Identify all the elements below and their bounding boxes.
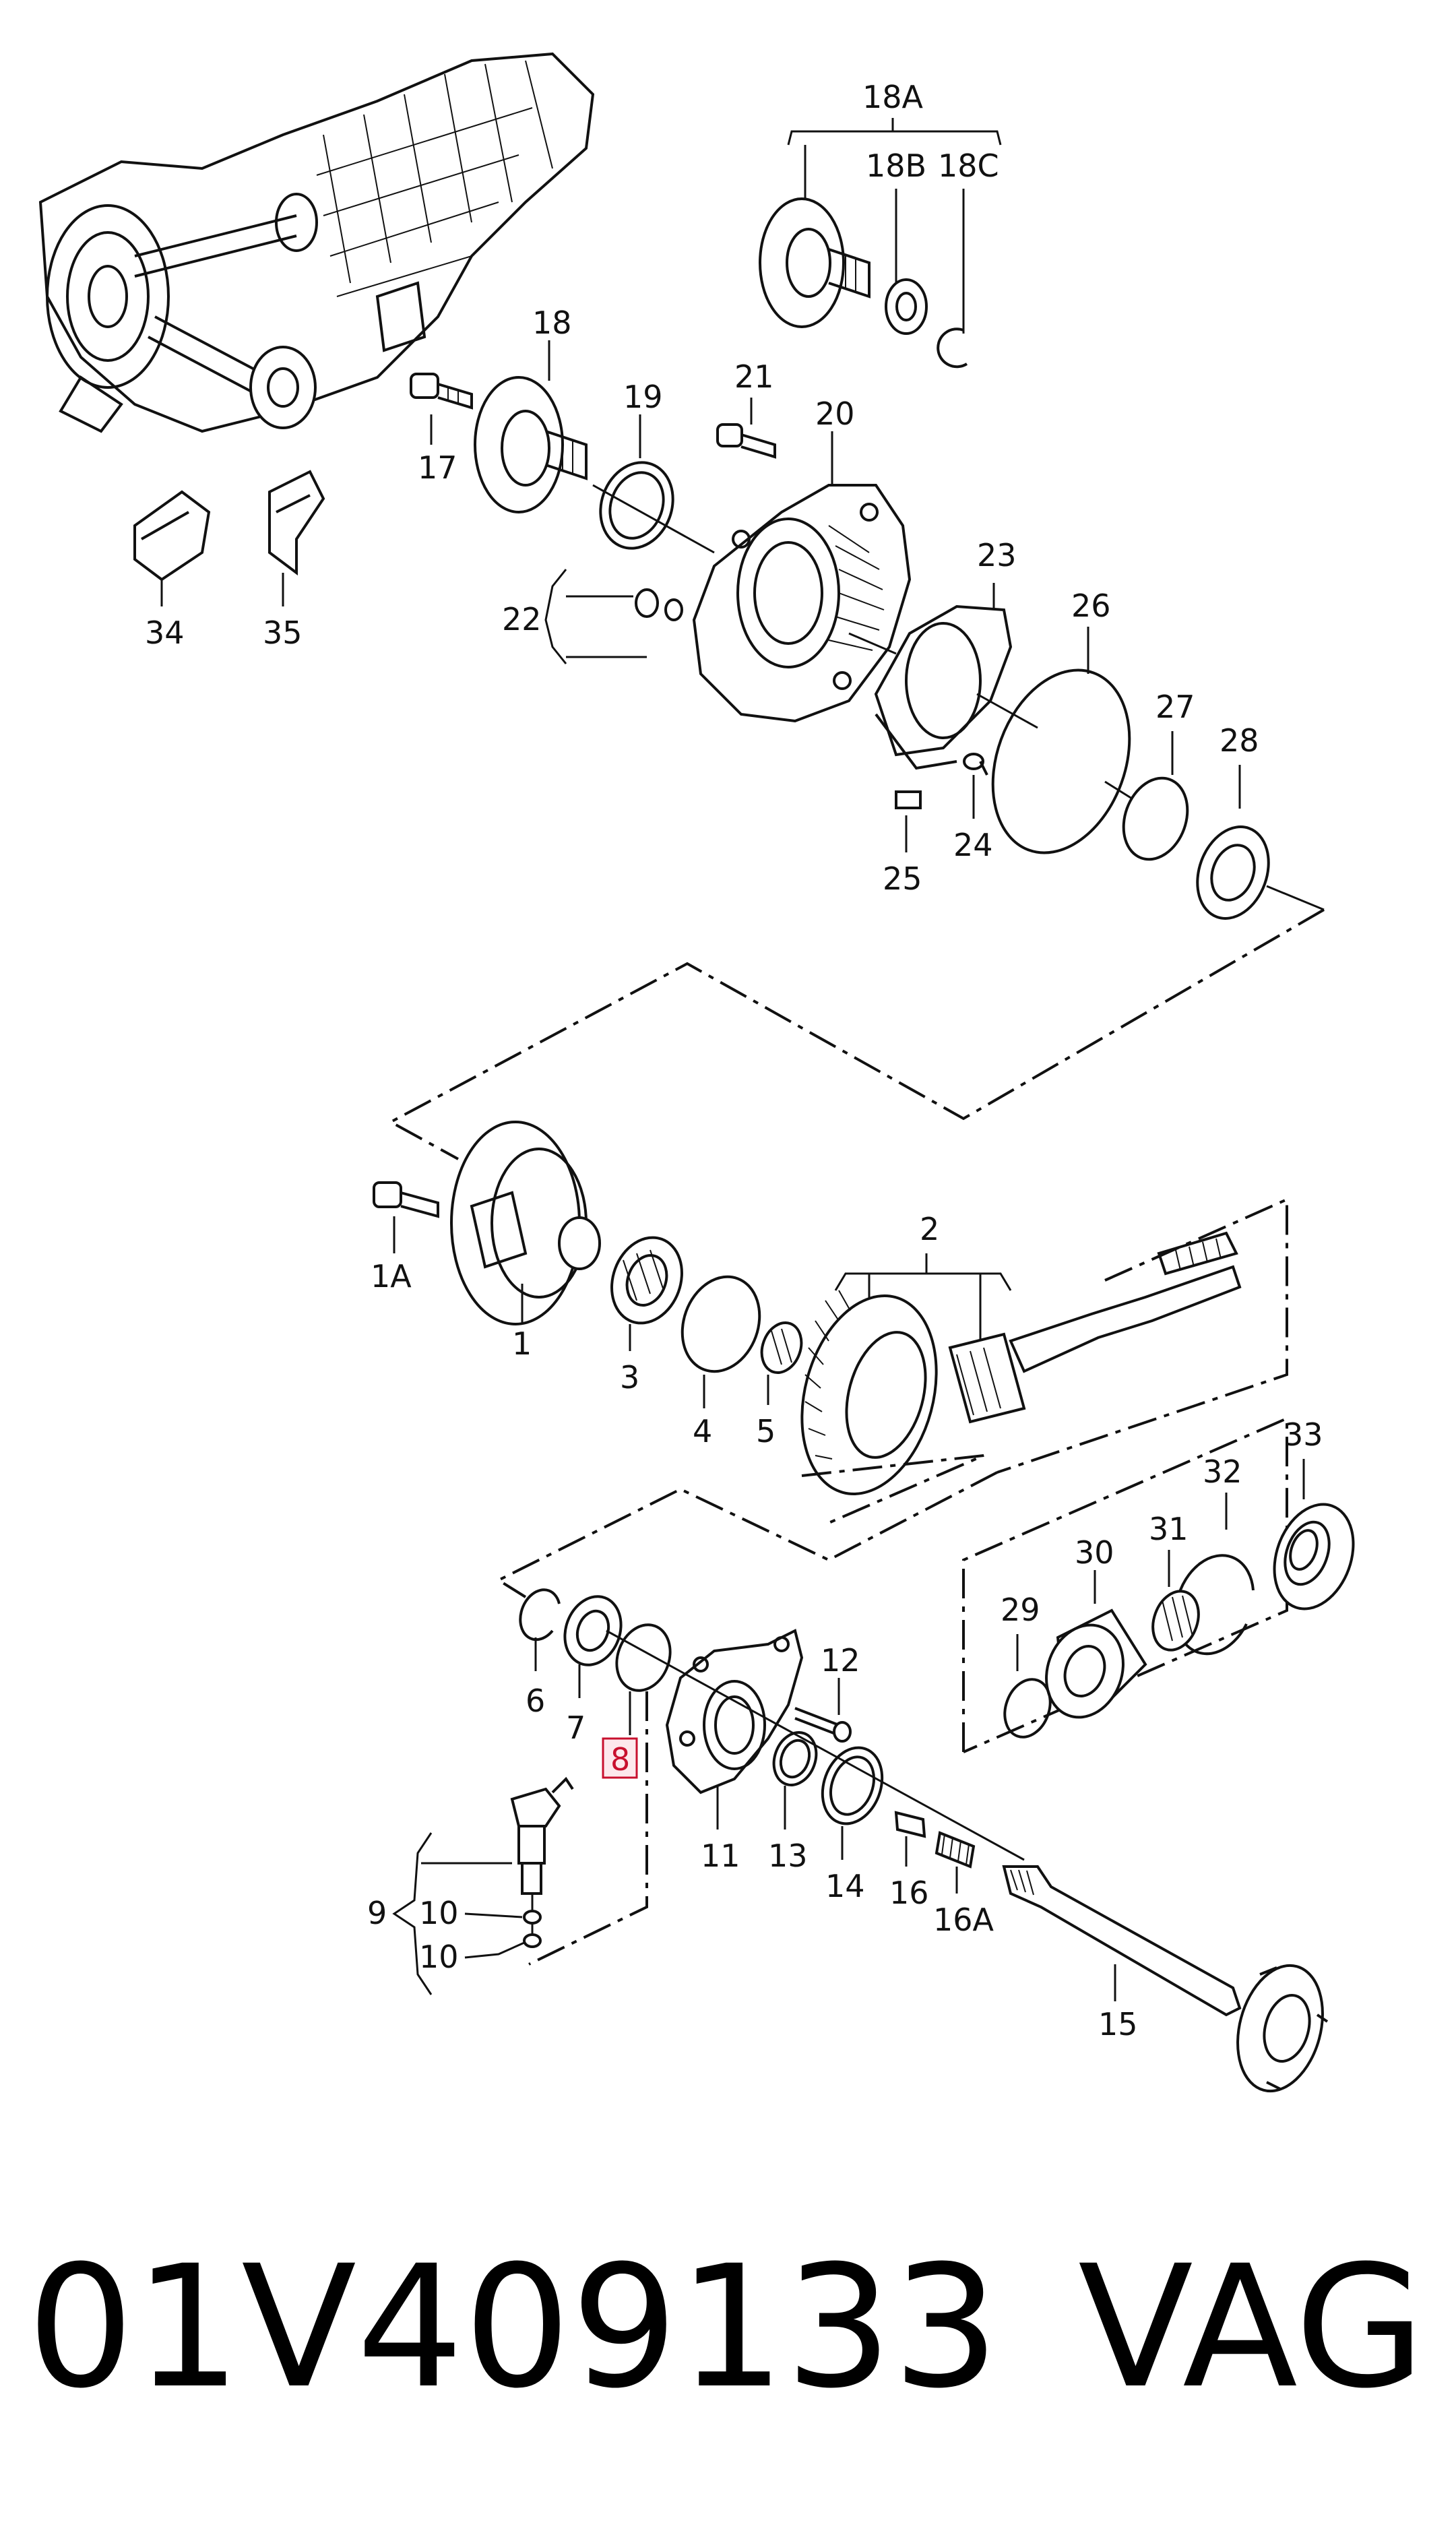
connector-sender-box — [528, 1691, 648, 1966]
part-24-bolt-drawing — [963, 753, 988, 819]
part-33-seal-drawing — [1273, 1459, 1355, 1611]
label-1A: 1A — [371, 1258, 412, 1294]
label-15: 15 — [1098, 2006, 1138, 2042]
part-12-bolt-drawing — [794, 1678, 852, 1743]
label-19: 19 — [623, 379, 663, 415]
connector-pinion-box — [495, 1197, 1288, 1598]
part-15-shaft-drawing — [1002, 1865, 1329, 2093]
axis-lines-upper — [592, 484, 1325, 911]
part-25-key-drawing — [895, 790, 922, 852]
part-3-bearing-drawing — [610, 1236, 683, 1351]
label-16A: 16A — [933, 1902, 994, 1938]
label-1: 1 — [512, 1325, 532, 1362]
part-6-circlip-drawing — [519, 1588, 561, 1671]
part-18-flange-drawing — [474, 340, 588, 513]
label-25: 25 — [883, 861, 922, 897]
part-11-housing-drawing — [665, 1629, 804, 1830]
label-10b: 10 — [419, 1939, 459, 1975]
label-18A: 18A — [862, 79, 924, 115]
label-11: 11 — [701, 1838, 740, 1874]
part-8-oring-drawing — [615, 1623, 672, 1735]
part-31-bearing-drawing — [1151, 1550, 1200, 1652]
clip-34-drawing — [133, 490, 211, 606]
bracket-9 — [392, 1832, 433, 1995]
label-14: 14 — [825, 1868, 865, 1904]
brand-caption: VAG — [1078, 2229, 1425, 2425]
label-17: 17 — [418, 449, 457, 486]
label-18C: 18C — [938, 148, 999, 184]
part-23-baffle-drawing — [874, 583, 1013, 770]
part-29-shim-drawing — [1003, 1634, 1052, 1739]
label-3: 3 — [620, 1359, 639, 1396]
part-5-sleeve-drawing — [760, 1321, 803, 1405]
part-18A-flange-drawing — [759, 118, 1002, 369]
label-26: 26 — [1071, 588, 1111, 624]
part-28-bearing-drawing — [1196, 765, 1270, 920]
bracket-2 — [834, 1253, 1012, 1354]
label-21: 21 — [734, 358, 774, 395]
label-20: 20 — [815, 396, 855, 432]
label-8: 8 — [610, 1741, 630, 1778]
label-22: 22 — [502, 601, 542, 637]
part-16A-spring-drawing — [935, 1831, 976, 1894]
label-33: 33 — [1284, 1416, 1323, 1453]
part-14-seal-drawing — [821, 1746, 884, 1860]
part-21-bolt-drawing — [716, 398, 776, 459]
clip-35-drawing — [268, 470, 325, 606]
label-12: 12 — [821, 1642, 860, 1679]
part-27-ring-drawing — [1122, 731, 1189, 861]
label-24: 24 — [953, 827, 993, 863]
label-28: 28 — [1220, 722, 1259, 759]
connector-upper-to-differential — [387, 908, 1325, 1160]
connector-gear-box — [801, 1454, 984, 1524]
connector-lower-right-box — [962, 1416, 1288, 1753]
part-1A-bolt-drawing — [373, 1181, 439, 1253]
label-29: 29 — [1001, 1592, 1040, 1628]
label-4: 4 — [693, 1413, 712, 1449]
part-20-housing-drawing — [692, 431, 912, 723]
part-7-bearing-drawing — [563, 1595, 623, 1698]
label-34: 34 — [145, 615, 185, 651]
label-35: 35 — [263, 615, 303, 651]
label-18B: 18B — [866, 148, 926, 184]
label-30: 30 — [1075, 1534, 1114, 1571]
axis-line-lower — [606, 1629, 1025, 1861]
label-8-highlight-box — [602, 1737, 638, 1779]
part-9-sender-drawing — [510, 1776, 574, 1948]
label-2: 2 — [920, 1211, 939, 1247]
label-31: 31 — [1149, 1511, 1189, 1547]
part-4-ring-drawing — [680, 1275, 761, 1408]
part-number-caption: 01V409133 — [27, 2229, 999, 2425]
part-19-seal-drawing — [599, 414, 674, 550]
label-23: 23 — [977, 537, 1017, 573]
label-6: 6 — [526, 1683, 545, 1719]
label-16: 16 — [889, 1875, 929, 1911]
part-30-bearing-drawing — [1045, 1570, 1147, 1719]
part-2-ring-and-pinion-drawing — [800, 1231, 1242, 1495]
label-9: 9 — [367, 1895, 387, 1931]
part-1-differential-case-drawing — [450, 1121, 601, 1325]
leader-10b — [464, 1941, 525, 1959]
label-7: 7 — [566, 1710, 585, 1746]
part-17-bolt-drawing — [410, 373, 473, 445]
label-32: 32 — [1203, 1453, 1242, 1490]
part-16-sleeve-drawing — [894, 1811, 926, 1867]
part-22-plug-drawing — [544, 569, 683, 664]
label-18: 18 — [532, 305, 572, 341]
label-5: 5 — [756, 1413, 776, 1449]
label-13: 13 — [768, 1838, 808, 1874]
part-26-oring-drawing — [991, 627, 1131, 854]
gearbox-assembly-drawing — [38, 52, 595, 433]
label-27: 27 — [1156, 689, 1195, 725]
part-13-ring-drawing — [772, 1731, 818, 1830]
leader-10a — [464, 1912, 523, 1918]
label-10a: 10 — [419, 1895, 459, 1931]
